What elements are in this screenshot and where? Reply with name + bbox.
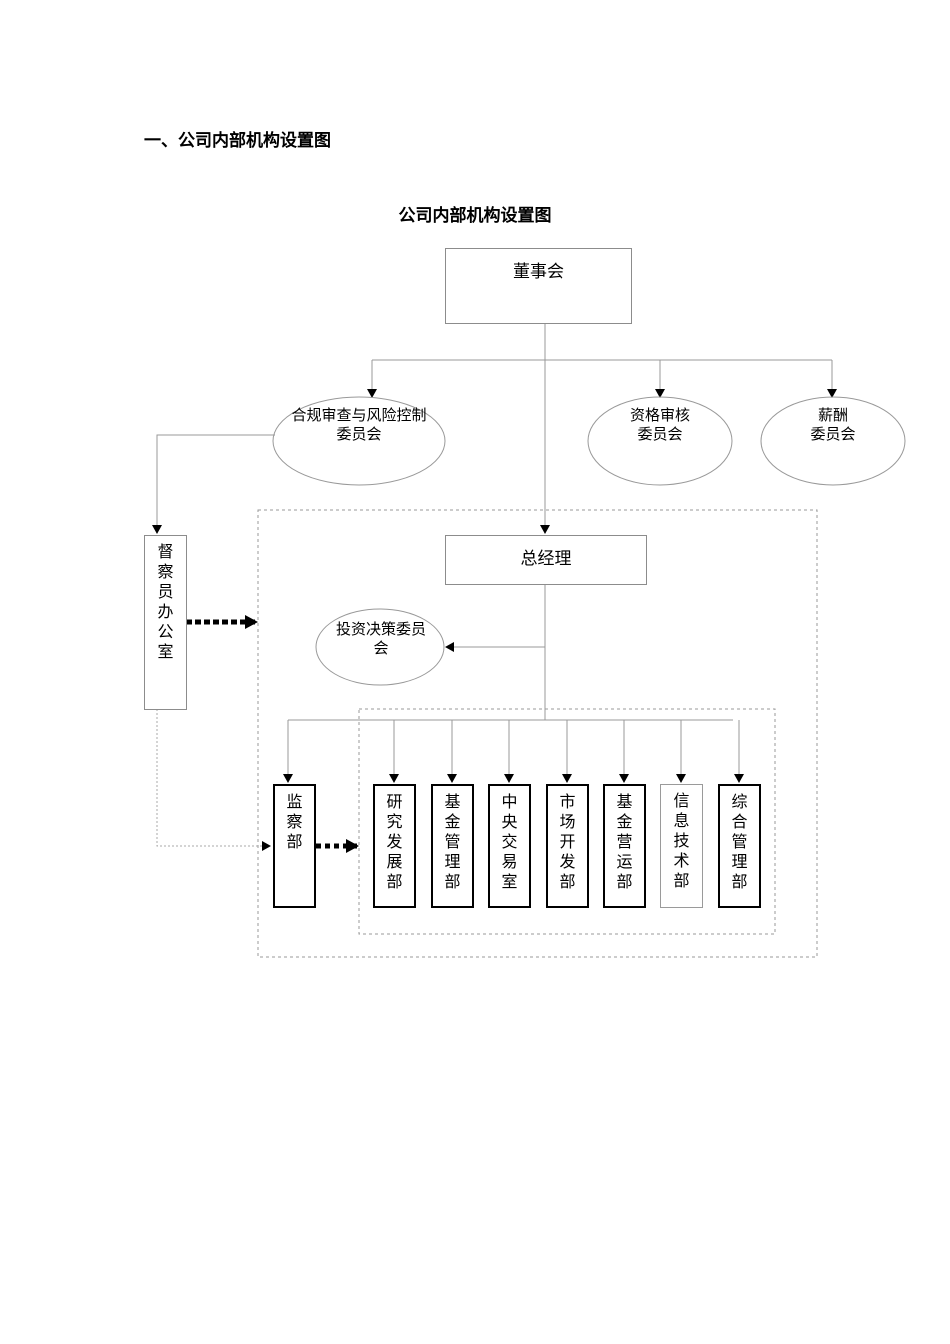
vertical-char: 部 xyxy=(559,872,576,891)
board-label: 董事会 xyxy=(513,262,564,282)
general-manager-node: 总经理 xyxy=(445,535,647,585)
dept-information-technology-label: 信息技术部 xyxy=(661,791,702,891)
dept-central-trading-label: 中央交易室 xyxy=(490,792,529,892)
vertical-char: 基 xyxy=(616,792,633,811)
vertical-char: 部 xyxy=(616,872,633,891)
vertical-char: 研 xyxy=(386,792,403,811)
dept-market-development-node: 市场开发部 xyxy=(546,784,589,908)
vertical-char: 监 xyxy=(286,792,303,811)
dept-market-development-label: 市场开发部 xyxy=(548,792,587,892)
vertical-char: 息 xyxy=(673,811,690,830)
dept-research-label: 研究发展部 xyxy=(375,792,414,892)
vertical-char: 公 xyxy=(157,622,174,641)
vertical-char: 部 xyxy=(444,872,461,891)
investment-committee-ellipse xyxy=(315,608,445,686)
compensation-committee-line2: 委员会 xyxy=(810,425,856,443)
vertical-char: 交 xyxy=(501,832,518,851)
qualification-committee-label: 资格审核 委员会 xyxy=(588,406,732,444)
vertical-char: 督 xyxy=(157,542,174,561)
supervisor-to-inspection-line xyxy=(156,709,271,851)
vertical-char: 发 xyxy=(559,852,576,871)
investment-committee-line1: 投资决策委员 xyxy=(335,620,426,638)
vertical-char: 展 xyxy=(386,852,403,871)
dept-central-trading-node: 中央交易室 xyxy=(488,784,531,908)
dept-research-node: 研究发展部 xyxy=(373,784,416,908)
department-arrows xyxy=(283,720,744,783)
inspection-dept-node: 监察部 xyxy=(273,784,316,908)
vertical-char: 市 xyxy=(559,792,576,811)
vertical-char: 管 xyxy=(444,832,461,851)
vertical-char: 运 xyxy=(616,852,633,871)
investment-committee-label: 投资决策委员 会 xyxy=(318,620,444,658)
general-manager-label: 总经理 xyxy=(520,549,572,569)
vertical-char: 管 xyxy=(731,832,748,851)
vertical-char: 合 xyxy=(731,812,748,831)
dept-general-administration-node: 综合管理部 xyxy=(718,784,761,908)
qualification-committee-line1: 资格审核 xyxy=(629,406,690,424)
vertical-char: 金 xyxy=(616,812,633,831)
supervisor-office-node: 督察员办公室 xyxy=(144,535,187,710)
vertical-char: 基 xyxy=(444,792,461,811)
compliance-committee-line1: 合规审查与风险控制 xyxy=(291,406,427,424)
compliance-committee-ellipse xyxy=(272,396,446,486)
vertical-char: 技 xyxy=(673,831,690,850)
departments-region-outline xyxy=(358,708,776,935)
qualification-committee-line2: 委员会 xyxy=(637,425,683,443)
vertical-char: 理 xyxy=(444,852,461,871)
compliance-to-supervisor-line xyxy=(152,434,275,534)
compensation-committee-label: 薪酬 委员会 xyxy=(761,406,905,444)
vertical-char: 理 xyxy=(731,852,748,871)
compensation-committee-ellipse xyxy=(760,396,906,486)
inspection-dept-label: 监察部 xyxy=(275,792,314,852)
vertical-char: 室 xyxy=(157,642,174,661)
vertical-char: 中 xyxy=(501,792,518,811)
vertical-char: 室 xyxy=(501,872,518,891)
dept-fund-management-node: 基金管理部 xyxy=(431,784,474,908)
vertical-char: 开 xyxy=(559,832,576,851)
vertical-char: 发 xyxy=(386,832,403,851)
vertical-char: 员 xyxy=(157,582,174,601)
vertical-char: 术 xyxy=(673,851,690,870)
vertical-char: 央 xyxy=(501,812,518,831)
vertical-char: 易 xyxy=(501,852,518,871)
dept-general-administration-label: 综合管理部 xyxy=(720,792,759,892)
dept-information-technology-node: 信息技术部 xyxy=(660,784,703,908)
vertical-char: 场 xyxy=(559,812,576,831)
compensation-committee-line1: 薪酬 xyxy=(817,406,848,424)
board-node: 董事会 xyxy=(445,248,632,324)
qualification-committee-ellipse xyxy=(587,396,733,486)
dept-fund-operations-label: 基金营运部 xyxy=(605,792,644,892)
vertical-char: 综 xyxy=(731,792,748,811)
dept-fund-operations-node: 基金营运部 xyxy=(603,784,646,908)
vertical-char: 究 xyxy=(386,812,403,831)
vertical-char: 信 xyxy=(673,791,690,810)
page-heading: 一、公司内部机构设置图 xyxy=(144,131,331,151)
vertical-char: 察 xyxy=(286,812,303,831)
vertical-char: 部 xyxy=(731,872,748,891)
dept-fund-management-label: 基金管理部 xyxy=(433,792,472,892)
vertical-char: 察 xyxy=(157,562,174,581)
vertical-char: 营 xyxy=(616,832,633,851)
supervisor-office-label: 督察员办公室 xyxy=(145,542,186,662)
vertical-char: 金 xyxy=(444,812,461,831)
vertical-char: 部 xyxy=(673,871,690,890)
diagram-title: 公司内部机构设置图 xyxy=(398,206,552,226)
compliance-committee-label: 合规审查与风险控制 委员会 xyxy=(273,406,445,444)
vertical-char: 办 xyxy=(157,602,174,621)
vertical-char: 部 xyxy=(286,832,303,851)
compliance-committee-line2: 委员会 xyxy=(336,425,382,443)
vertical-char: 部 xyxy=(386,872,403,891)
gm-region-outline xyxy=(257,509,818,958)
investment-committee-line2: 会 xyxy=(373,639,389,657)
